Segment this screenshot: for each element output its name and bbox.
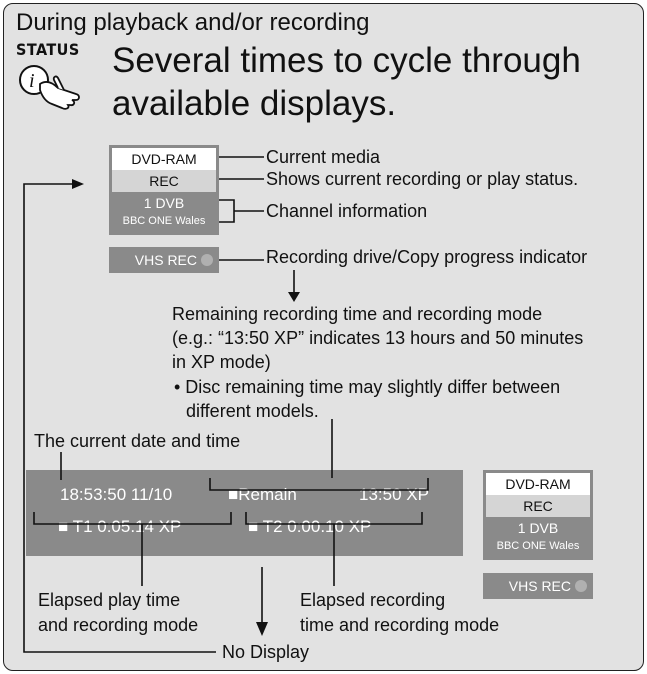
status-display-panel-right: DVD-RAM REC 1 DVB BBC ONE Wales <box>483 470 593 560</box>
bar-title-1: ■ T1 0:05.14 XP <box>58 517 182 536</box>
svg-text:i: i <box>29 70 35 92</box>
vhs-rec-label-right: VHS REC <box>508 578 571 594</box>
bar-remain-label: ■Remain <box>228 485 297 504</box>
bar-remain-value: 13:50 XP <box>359 485 429 504</box>
vhs-rec-label: VHS REC <box>134 252 197 268</box>
elapsed-rec-line-2: time and recording mode <box>300 615 500 635</box>
callout-drive: Recording drive/Copy progress indicator <box>266 247 588 267</box>
remaining-line-1: Remaining recording time and recording m… <box>172 304 543 324</box>
callout-current-media: Current media <box>266 147 381 167</box>
vhs-rec-indicator-right: VHS REC <box>483 573 593 599</box>
panel-media: DVD-RAM <box>112 148 216 170</box>
instruction-frame: During playback and/or recording STATUS … <box>3 3 644 671</box>
drive-dot-icon-right <box>575 580 587 592</box>
panel-right-channel-number: 1 DVB <box>517 520 559 536</box>
panel-right-channel-name: BBC ONE Wales <box>496 540 580 552</box>
instruction-line-2: available displays. <box>112 84 397 123</box>
status-display-panel: DVD-RAM REC 1 DVB BBC ONE Wales <box>109 145 219 235</box>
remaining-note-2: different models. <box>186 401 319 421</box>
elapsed-play-line-1: Elapsed play time <box>38 590 181 610</box>
status-button-label: STATUS <box>16 40 80 59</box>
panel-channel: 1 DVB BBC ONE Wales <box>112 192 216 232</box>
instruction-line-1: Several times to cycle through <box>112 41 581 80</box>
remaining-line-2: (e.g.: “13:50 XP” indicates 13 hours and… <box>172 328 584 348</box>
panel-status: REC <box>112 170 216 192</box>
on-screen-display-bar: 18:53:50 11/10 ■Remain 13:50 XP ■ T1 0:0… <box>26 470 463 556</box>
date-time-label: The current date and time <box>34 431 241 451</box>
elapsed-play-line-2: and recording mode <box>38 615 199 635</box>
callout-status: Shows current recording or play status. <box>266 169 579 189</box>
panel-right-status: REC <box>486 495 590 517</box>
bar-datetime: 18:53:50 11/10 <box>60 485 173 504</box>
vhs-rec-indicator: VHS REC <box>109 247 219 273</box>
panel-channel-name: BBC ONE Wales <box>122 215 206 227</box>
elapsed-rec-line-1: Elapsed recording <box>300 590 446 610</box>
panel-right-channel: 1 DVB BBC ONE Wales <box>486 517 590 557</box>
no-display-label: No Display <box>222 642 310 662</box>
remaining-line-3: in XP mode) <box>172 352 271 372</box>
remaining-note-1: • Disc remaining time may slightly diffe… <box>174 377 561 397</box>
bar-title-2: ■ T2 0:00.10 XP <box>248 517 372 536</box>
panel-channel-number: 1 DVB <box>143 195 185 211</box>
status-button-press-icon: i <box>18 60 98 110</box>
context-heading: During playback and/or recording <box>16 9 370 36</box>
panel-right-media: DVD-RAM <box>486 473 590 495</box>
drive-dot-icon <box>201 254 213 266</box>
callout-channel: Channel information <box>266 201 428 221</box>
